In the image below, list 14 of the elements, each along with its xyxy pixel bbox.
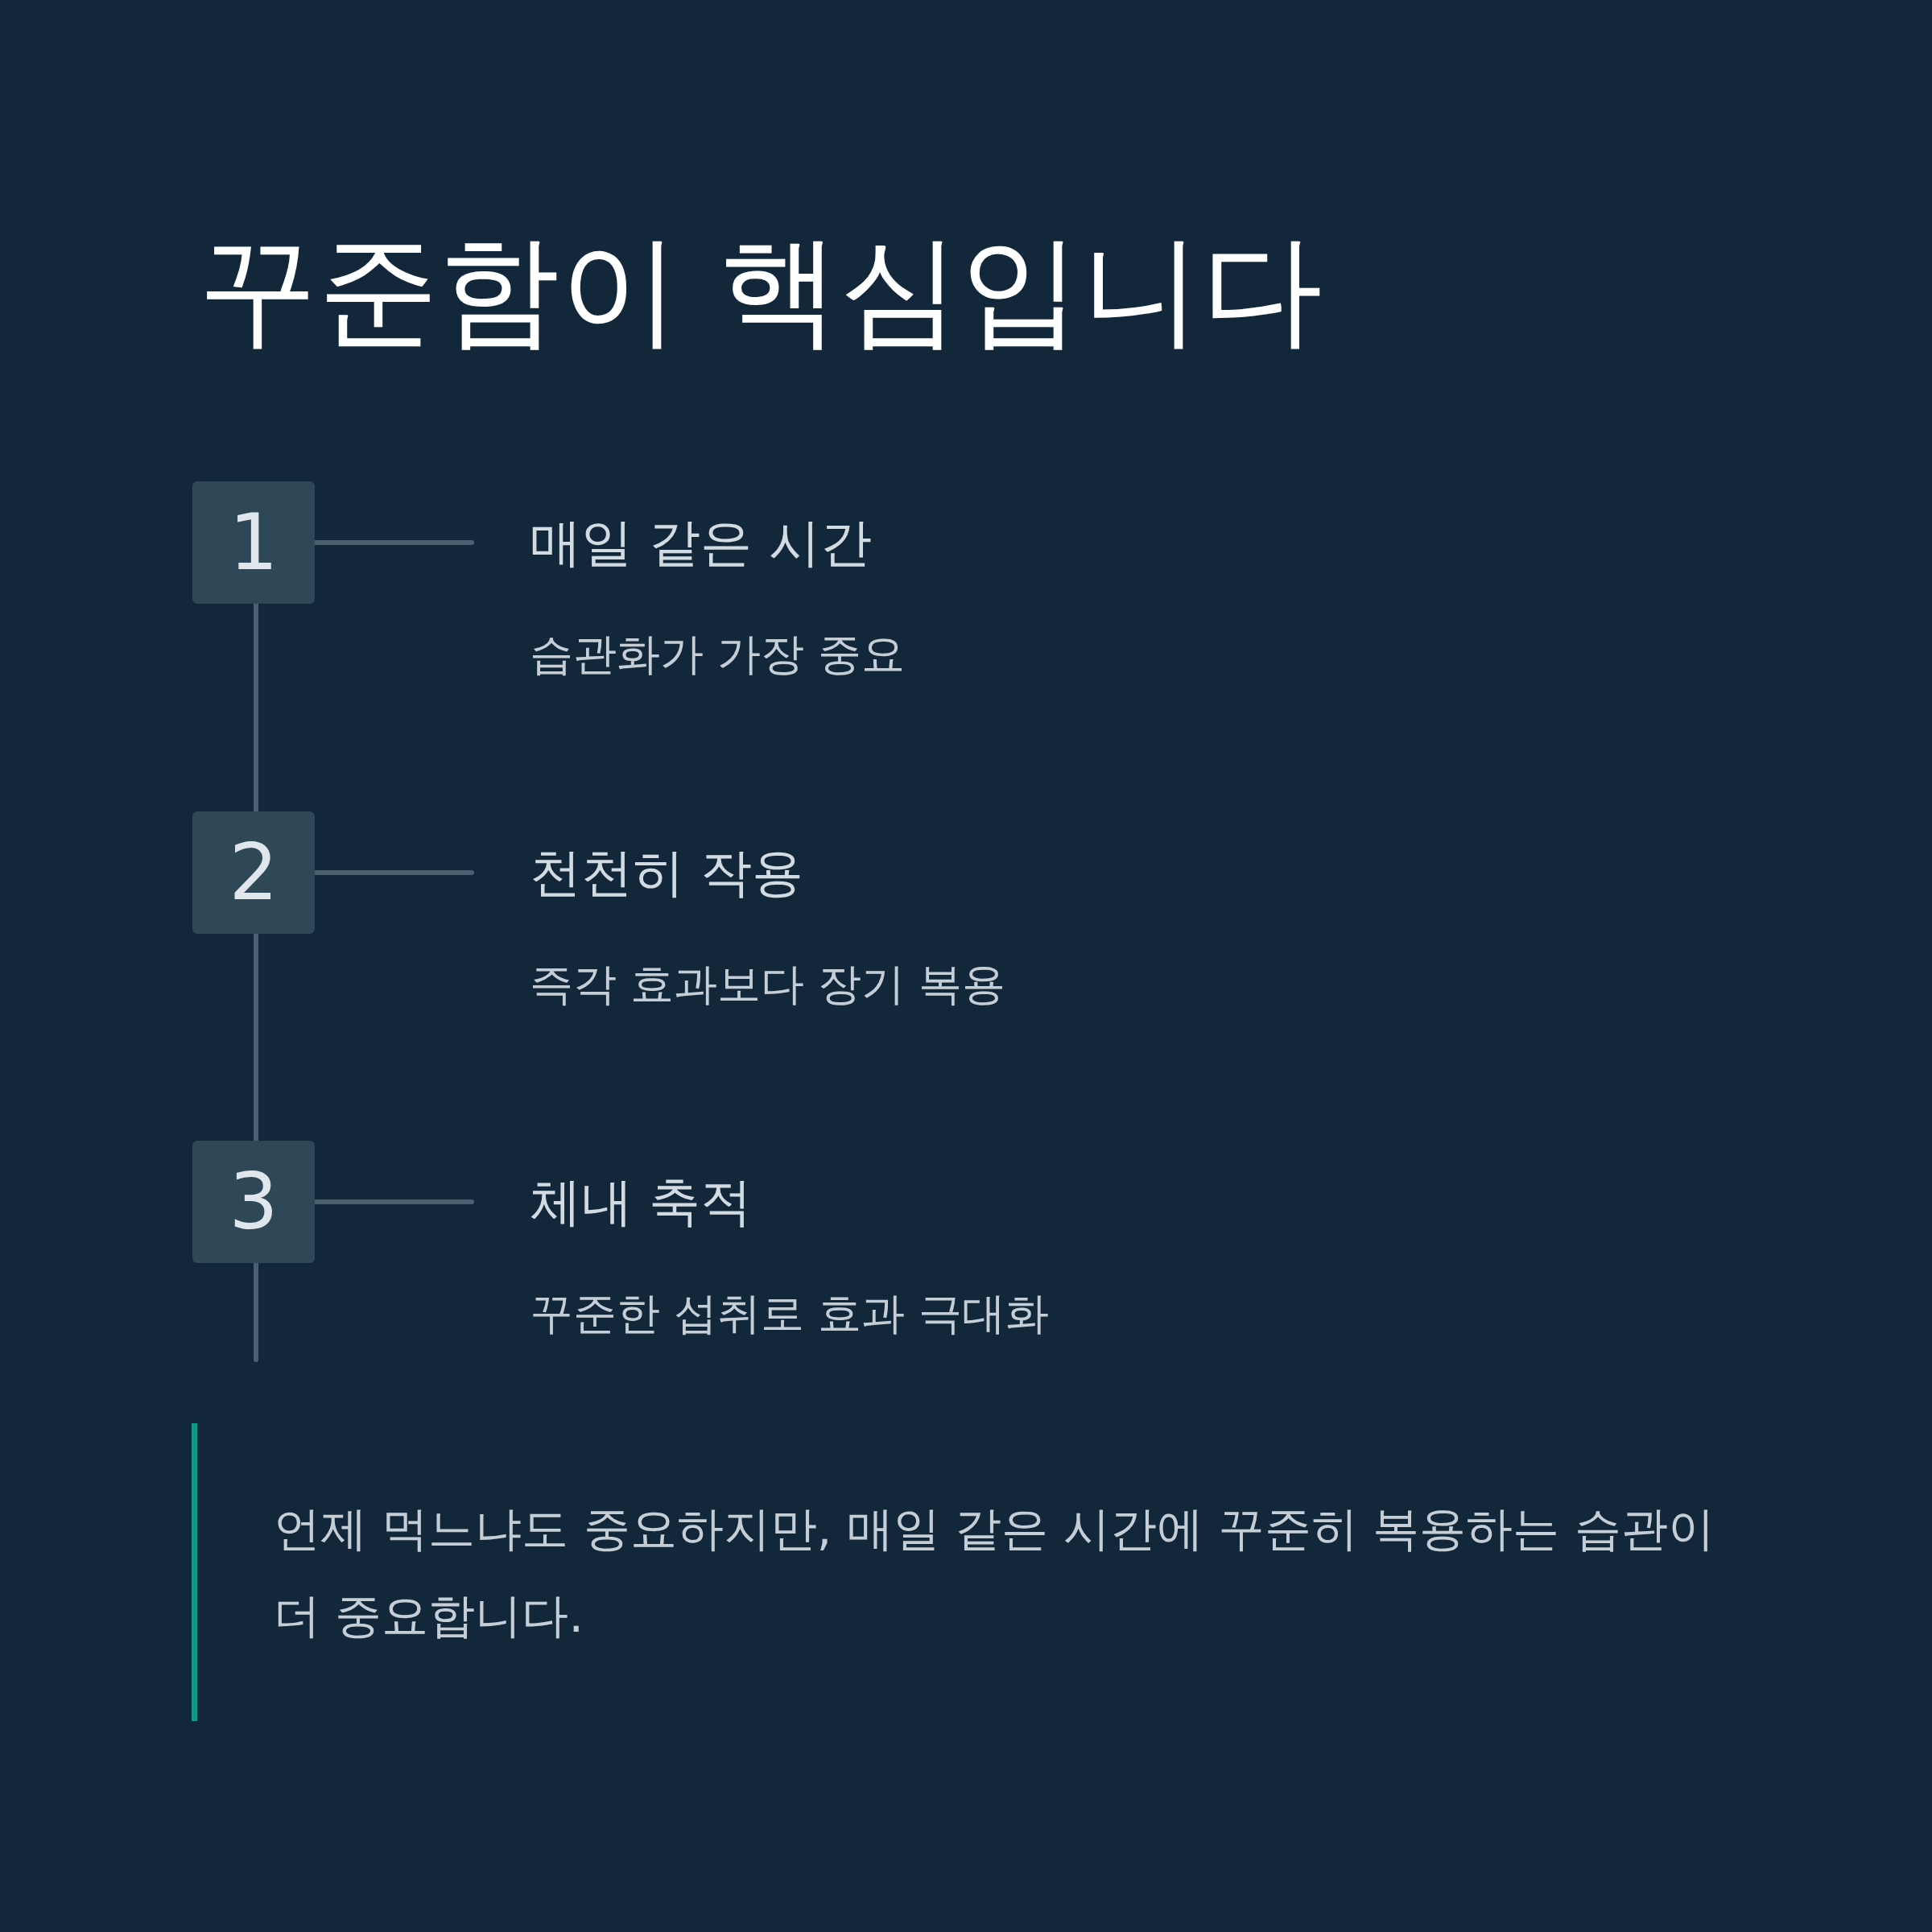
- step-heading: 체내 축적: [530, 1171, 753, 1233]
- title: 꾸준함이 핵심입니다: [197, 219, 1323, 361]
- step-heading: 천천히 작용: [530, 842, 804, 904]
- step-description: 꾸준한 섭취로 효과 극대화: [530, 1287, 1050, 1340]
- step-number-box: 1: [192, 481, 315, 604]
- step-description: 즉각 효과보다 장기 복용: [530, 958, 1006, 1011]
- step-number-box: 3: [192, 1141, 315, 1263]
- connector-line: [254, 1261, 258, 1362]
- note-text: 언제 먹느냐도 중요하지만, 매일 같은 시간에 꾸준히 복용하는 습관이 더 중요합니다.: [274, 1501, 1715, 1645]
- connector-line: [254, 601, 258, 814]
- step-number-box: 2: [192, 811, 315, 934]
- step-heading: 매일 같은 시간: [530, 512, 872, 574]
- connector-line: [254, 931, 258, 1143]
- step-description: 습관화가 가장 중요: [530, 628, 906, 681]
